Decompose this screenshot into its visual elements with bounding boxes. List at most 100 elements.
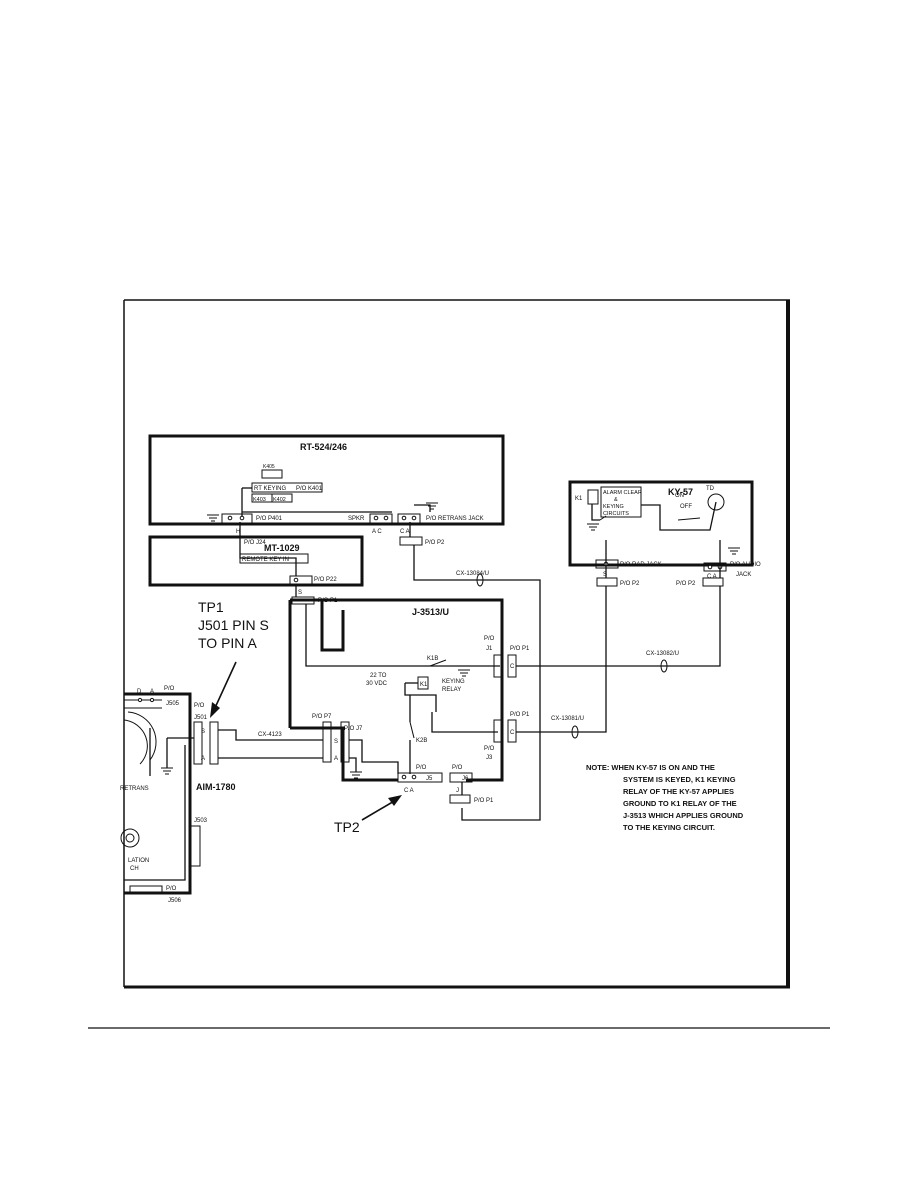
tp1-line2: J501 PIN S [198, 617, 269, 633]
cx13084-label: CX-13084/U [456, 571, 489, 577]
keying-relay-label-2: RELAY [442, 687, 461, 693]
ground-icon [587, 523, 599, 531]
k403-label: K403 [253, 497, 266, 503]
j1-label: J1 [486, 646, 493, 652]
lation-label: LATION [128, 858, 149, 864]
aim-d-label: D [137, 689, 142, 695]
rt-524-unit: RT-524/246 K405 RT KEYING P/O K401 K403 … [148, 434, 505, 535]
cable-cx13082: CX-13082/U [516, 586, 721, 673]
rt-title: RT-524/246 [300, 442, 347, 452]
cx4123-label: CX-4123 [258, 732, 282, 738]
cable-cx13084: P/O P2 CX-13084/U [399, 522, 541, 821]
ky-on-label: ON [675, 493, 684, 499]
p1-bottom-label: P/O P1 [474, 798, 494, 804]
cable-cx13081: CX-13081/U [516, 586, 607, 739]
mode-switch-icon [707, 493, 725, 511]
j506-label: J506 [168, 898, 182, 904]
ground-icon [350, 771, 362, 779]
rt-keying-label: RT KEYING [254, 486, 286, 492]
aim-1780-unit: AIM-1780 P/O J501 S A D A P/O J505 RETRA… [120, 686, 236, 904]
rt-ac-label: A C [372, 529, 382, 535]
vdc1-label: 22 TO [370, 673, 387, 679]
note-line-5: J-3513 WHICH APPLIES GROUND [623, 811, 744, 820]
tp2-title: TP2 [334, 819, 360, 835]
cx13081-label: CX-13081/U [551, 716, 584, 722]
j3-p1-label: P/O P1 [510, 712, 530, 718]
rt-p2-label: P/O P2 [425, 540, 445, 546]
p22-label: P/O P22 [314, 577, 337, 583]
ky-57-unit: KY-57 K1 ALARM CLEAR & KEYING CIRCUITS O… [568, 480, 761, 587]
j7-s-label: S [334, 739, 338, 745]
ground-icon [161, 767, 173, 775]
keying-relay-label-1: KEYING [442, 679, 465, 685]
rt-ca-label: C A [400, 529, 410, 535]
ground-icon [458, 669, 470, 677]
rad-jack-label: P/O RAD JACK [620, 562, 662, 568]
amp-label: & [614, 497, 618, 503]
j1-p1-label: P/O P1 [510, 646, 530, 652]
aim-title: AIM-1780 [196, 782, 236, 792]
ky-title: KY-57 [668, 487, 693, 497]
ground-icon [426, 502, 438, 510]
retrans-label: RETRANS [120, 786, 149, 792]
j24-label: P/O J24 [244, 540, 266, 546]
rotary-switch-icon [120, 828, 140, 848]
aim-po-label: P/O [194, 703, 205, 709]
po-k401-label: P/O K401 [296, 486, 323, 492]
j505-po-label: P/O [164, 686, 175, 692]
note-line-6: TO THE KEYING CIRCUIT. [623, 823, 715, 832]
tp1-callout: TP1 J501 PIN S TO PIN A [198, 599, 269, 718]
po-audio-label: P/O AUDIO [730, 562, 761, 568]
j501-s-label: S [201, 729, 205, 735]
ca-bottom-label: C A [404, 788, 414, 794]
j3513-p1-top-label: P/O P1 [318, 598, 338, 604]
ky-off-label: OFF [680, 504, 692, 510]
j3-c-label: C [510, 730, 515, 736]
rt-h-label: H [236, 529, 240, 535]
j5-po-label: P/O [416, 765, 427, 771]
j501-label: J501 [194, 715, 208, 721]
j6-po-label: P/O [452, 765, 463, 771]
j5-label: J5 [426, 776, 433, 782]
j7-label: P/O J7 [344, 726, 363, 732]
j1-po-label: P/O [484, 636, 495, 642]
j1-c-label: C [510, 664, 515, 670]
tp1-line3: TO PIN A [198, 635, 258, 651]
j506-po-label: P/O [166, 886, 177, 892]
note-block: NOTE: WHEN KY-57 IS ON AND THE SYSTEM IS… [586, 763, 744, 832]
k402-label: K402 [273, 497, 286, 503]
j3513-s-label: S [298, 590, 302, 596]
ky-k1-label: K1 [575, 496, 583, 502]
j7-a-label: A [334, 756, 338, 762]
k405-label: K405 [263, 464, 275, 470]
note-line-2: SYSTEM IS KEYED, K1 KEYING [623, 775, 736, 784]
k1b-label: K1B [427, 656, 438, 662]
po-p401-label: P/O P401 [256, 516, 283, 522]
vdc2-label: 30 VDC [366, 681, 388, 687]
tp2-arrow-icon [388, 795, 402, 806]
cx13082-label: CX-13082/U [646, 651, 679, 657]
note-line-4: GROUND TO K1 RELAY OF THE [623, 799, 737, 808]
ch-label: CH [130, 866, 139, 872]
k1-relay-label: K1 [420, 682, 428, 688]
k2b-label: K2B [416, 738, 427, 744]
j503-label: J503 [194, 818, 208, 824]
j3-label: J3 [486, 755, 493, 761]
j505-label: J505 [166, 701, 180, 707]
ky-p2a-label: P/O P2 [620, 581, 640, 587]
spkr-label: SPKR [348, 516, 365, 522]
retrans-jack-label: P/O RETRANS JACK [426, 516, 484, 522]
j-3513-unit: J-3513/U S P/O P1 K1B 22 TO 30 VDC K1 KE… [288, 584, 530, 804]
ground-icon [207, 514, 219, 522]
circuits-label: CIRCUITS [603, 511, 629, 517]
j3513-title: J-3513/U [412, 607, 449, 617]
j501-a-label: A [201, 756, 205, 762]
p7-label: P/O P7 [312, 714, 332, 720]
ground-icon [728, 547, 740, 555]
tp1-title: TP1 [198, 599, 224, 615]
ky-p2b-label: P/O P2 [676, 581, 696, 587]
j-bottom-label: J [456, 788, 459, 794]
note-line-3: RELAY OF THE KY-57 APPLIES [623, 787, 734, 796]
tp1-arrow-icon [210, 702, 220, 718]
cable-cx4123: CX-4123 [218, 729, 323, 759]
